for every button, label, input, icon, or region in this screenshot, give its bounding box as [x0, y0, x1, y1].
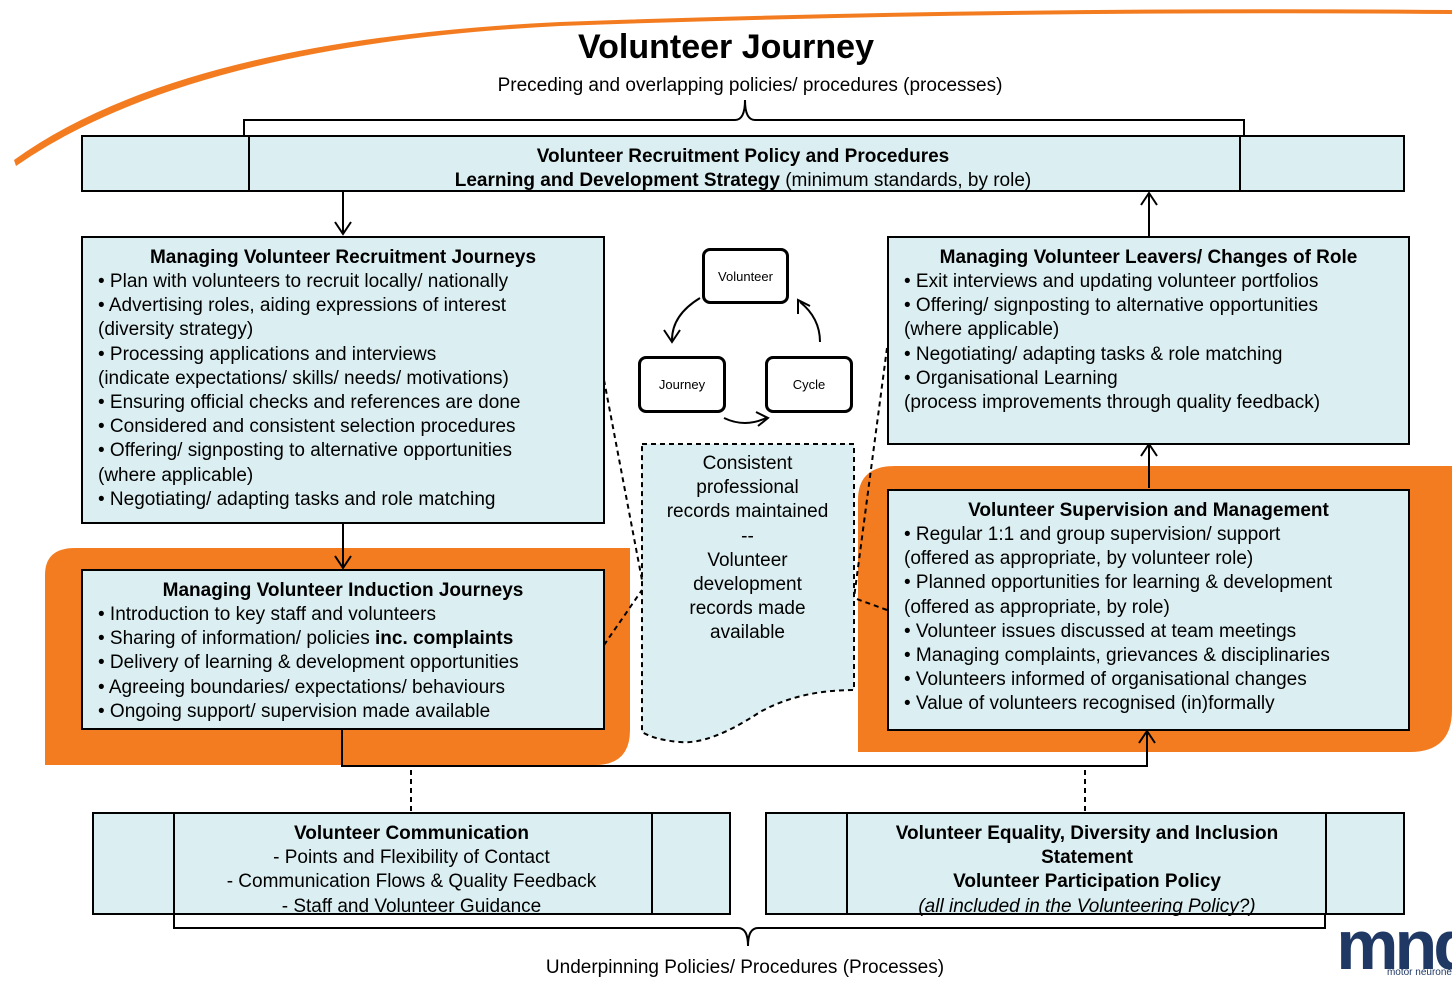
bottom-brace	[173, 912, 1326, 947]
list-item: • Ensuring official checks and reference…	[98, 392, 521, 414]
list-item: • Value of volunteers recognised (in)for…	[904, 693, 1275, 715]
supervision-box: Volunteer Supervision and Management • R…	[887, 489, 1410, 731]
list-item: • Offering/ signposting to alternative o…	[904, 295, 1318, 317]
leavers-title: Managing Volunteer Leavers/ Changes of R…	[939, 247, 1358, 268]
list-item: • Delivery of learning & development opp…	[98, 652, 519, 674]
list-item: • Considered and consistent selection pr…	[98, 416, 516, 438]
list-item: (process improvements through quality fe…	[904, 392, 1321, 414]
cycle-node-cycle: Cycle	[765, 356, 853, 413]
underpinning-policies-label: Underpinning Policies/ Procedures (Proce…	[545, 957, 945, 978]
list-item: • Negotiating/ adapting tasks and role m…	[98, 488, 496, 510]
list-item: • Sharing of information/ policies inc. …	[98, 628, 514, 650]
list-item: - Staff and Volunteer Guidance	[281, 895, 542, 917]
learning-strategy-title: Learning and Development Strategy	[454, 170, 780, 192]
recruitment-policy-box: Volunteer Recruitment Policy and Procedu…	[81, 135, 1405, 192]
recruitment-journeys-title: Managing Volunteer Recruitment Journeys	[149, 247, 537, 268]
recruitment-journeys-box: Managing Volunteer Recruitment Journeys …	[81, 236, 605, 524]
list-item: • Organisational Learning	[904, 367, 1118, 389]
volunteering-policy-note: (all included in the Volunteering Policy…	[918, 895, 1256, 917]
induction-journeys-box: Managing Volunteer Induction Journeys • …	[81, 569, 605, 730]
learning-strategy-note: (minimum standards, by role)	[779, 170, 1032, 192]
list-item: • Planned opportunities for learning & d…	[904, 572, 1333, 594]
equality-title: Volunteer Equality, Diversity and Inclus…	[895, 823, 1279, 844]
records-text: Consistent professional records maintain…	[666, 453, 829, 644]
list-item: (where applicable)	[904, 319, 1060, 341]
cycle-node-journey: Journey	[638, 356, 726, 413]
preceding-policies-label: Preceding and overlapping policies/ proc…	[497, 75, 1003, 96]
list-item: • Offering/ signposting to alternative o…	[98, 440, 512, 462]
list-item: - Points and Flexibility of Contact	[273, 847, 550, 869]
communication-title: Volunteer Communication	[293, 823, 530, 844]
cycle-node-volunteer: Volunteer	[702, 248, 789, 304]
supervision-title: Volunteer Supervision and Management	[968, 500, 1329, 521]
list-item: - Communication Flows & Quality Feedback	[226, 871, 597, 893]
mnd-logo: mnd	[1336, 906, 1452, 984]
equality-title-cont: Statement	[1041, 847, 1133, 869]
list-item: • Advertising roles, aiding expressions …	[98, 295, 506, 317]
list-item: • Plan with volunteers to recruit locall…	[98, 271, 509, 292]
list-item: • Negotiating/ adapting tasks & role mat…	[904, 343, 1283, 365]
induction-journeys-title: Managing Volunteer Induction Journeys	[162, 580, 524, 601]
page-title: Volunteer Journey	[578, 28, 874, 66]
list-item: • Exit interviews and updating volunteer…	[904, 271, 1319, 292]
list-item: • Agreeing boundaries/ expectations/ beh…	[98, 676, 505, 698]
records-document	[641, 443, 855, 744]
list-item: • Regular 1:1 and group supervision/ sup…	[904, 524, 1281, 545]
list-item: (offered as appropriate, by role)	[904, 596, 1170, 618]
list-item: • Volunteers informed of organisational …	[904, 669, 1307, 691]
mnd-logo-subtext: motor neurone	[1386, 967, 1452, 978]
participation-policy-title: Volunteer Participation Policy	[953, 871, 1221, 893]
top-brace	[243, 99, 1245, 135]
list-item: • Introduction to key staff and voluntee…	[98, 604, 436, 625]
list-item: (where applicable)	[98, 464, 254, 486]
list-item: (offered as appropriate, by volunteer ro…	[904, 548, 1254, 570]
list-item: • Processing applications and interviews	[98, 343, 437, 365]
list-item: (diversity strategy)	[98, 319, 254, 341]
list-item: (indicate expectations/ skills/ needs/ m…	[98, 367, 509, 389]
communication-box: Volunteer Communication - Points and Fle…	[92, 812, 731, 917]
equality-box: Volunteer Equality, Diversity and Inclus…	[765, 812, 1405, 917]
list-item: • Ongoing support/ supervision made avai…	[98, 700, 491, 722]
recruitment-policy-title: Volunteer Recruitment Policy and Procedu…	[536, 146, 950, 167]
leavers-box: Managing Volunteer Leavers/ Changes of R…	[887, 236, 1410, 445]
list-item: • Managing complaints, grievances & disc…	[904, 645, 1330, 667]
list-item: • Volunteer issues discussed at team mee…	[904, 620, 1297, 642]
